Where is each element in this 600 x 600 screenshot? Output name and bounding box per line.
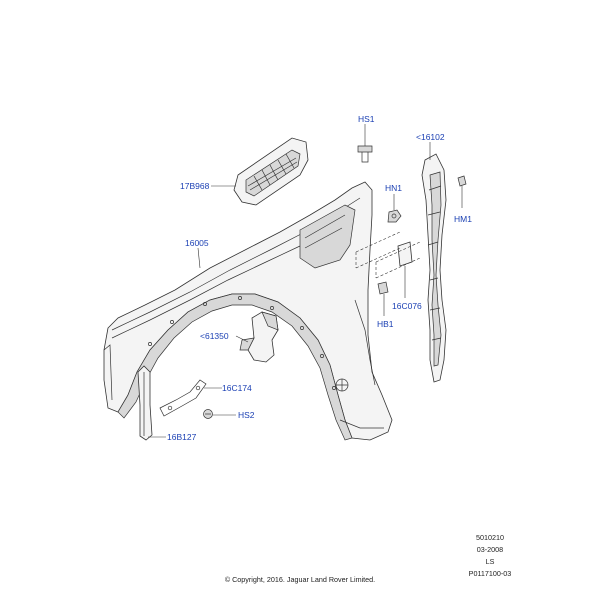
- callout-16c174[interactable]: 16C174: [222, 383, 252, 393]
- arch-hole: [320, 354, 324, 358]
- callout-16005[interactable]: 16005: [185, 238, 209, 248]
- lower-flange: [339, 419, 384, 429]
- aperture-line-1: [304, 214, 346, 239]
- inner-structure-line: [354, 299, 376, 386]
- screw-hs2: [203, 409, 236, 419]
- info-line-3: LS: [486, 557, 495, 566]
- leader-61350: [235, 335, 249, 343]
- arch-hole: [203, 302, 207, 306]
- bracket-body: [397, 241, 413, 267]
- callout-hm1[interactable]: HM1: [454, 214, 472, 224]
- bracket-174-body: [159, 379, 207, 417]
- leader-16005: [197, 247, 201, 269]
- screw-shank: [361, 152, 369, 163]
- nut-hole: [391, 213, 397, 219]
- callout-hs1[interactable]: HS1: [358, 114, 375, 124]
- wheel-arch-lip: [117, 293, 353, 441]
- fender-panel: [103, 181, 393, 441]
- info-line-1: 5010210: [476, 533, 504, 542]
- callout-hs2[interactable]: HS2: [238, 410, 255, 420]
- arch-hole: [332, 386, 336, 390]
- callout-16c076[interactable]: 16C076: [392, 301, 422, 311]
- aperture-line-2: [304, 227, 343, 249]
- clip-hm1: [457, 175, 467, 208]
- pillar-strip-16102: [421, 142, 447, 383]
- arch-hole: [170, 320, 174, 324]
- callout-16102[interactable]: <16102: [416, 132, 445, 142]
- side-vent-grille: [233, 137, 309, 206]
- callout-16b127[interactable]: 16B127: [167, 432, 197, 442]
- foam-face: [261, 311, 279, 331]
- strip-inner: [429, 171, 442, 367]
- fender-vent-aperture: [299, 204, 356, 269]
- seal-strip-16b127: [137, 365, 166, 441]
- bracket-174-hole: [195, 385, 201, 391]
- arch-hole: [270, 306, 274, 310]
- bracket-phantom-1: [355, 231, 401, 269]
- callout-61350[interactable]: <61350: [200, 331, 229, 341]
- strip-ribs: [427, 185, 442, 341]
- grille-slats-vertical: [253, 153, 295, 191]
- screw-hs1: [357, 124, 373, 163]
- nut-body: [387, 209, 402, 223]
- bracket-174-hole: [167, 405, 173, 411]
- bracket-phantom-2: [375, 241, 421, 279]
- foam-ear: [239, 337, 255, 351]
- bracket-16c076: [355, 231, 421, 298]
- copyright-text: © Copyright, 2016. Jaguar Land Rover Lim…: [225, 575, 375, 584]
- bolt-head: [377, 281, 389, 295]
- arch-hole: [300, 326, 304, 330]
- foam-block-61350: [235, 311, 279, 363]
- clip-body: [457, 175, 467, 187]
- callout-17b968[interactable]: 17B968: [180, 181, 210, 191]
- arch-hole: [238, 296, 242, 300]
- callout-hn1[interactable]: HN1: [385, 183, 402, 193]
- arch-hole: [148, 342, 152, 346]
- bolt-hb1: [377, 281, 389, 316]
- front-edge: [103, 344, 113, 401]
- info-line-2: 03-2008: [477, 545, 503, 554]
- grille-slats-horizontal: [247, 157, 298, 191]
- bracket-16c174: [159, 379, 222, 417]
- info-line-4: P0117100-03: [469, 569, 512, 578]
- nut-hn1: [387, 194, 402, 223]
- screw-head: [357, 145, 373, 153]
- inner-hole-cross: [336, 379, 348, 391]
- seal-body: [137, 365, 153, 441]
- callout-hb1[interactable]: HB1: [377, 319, 394, 329]
